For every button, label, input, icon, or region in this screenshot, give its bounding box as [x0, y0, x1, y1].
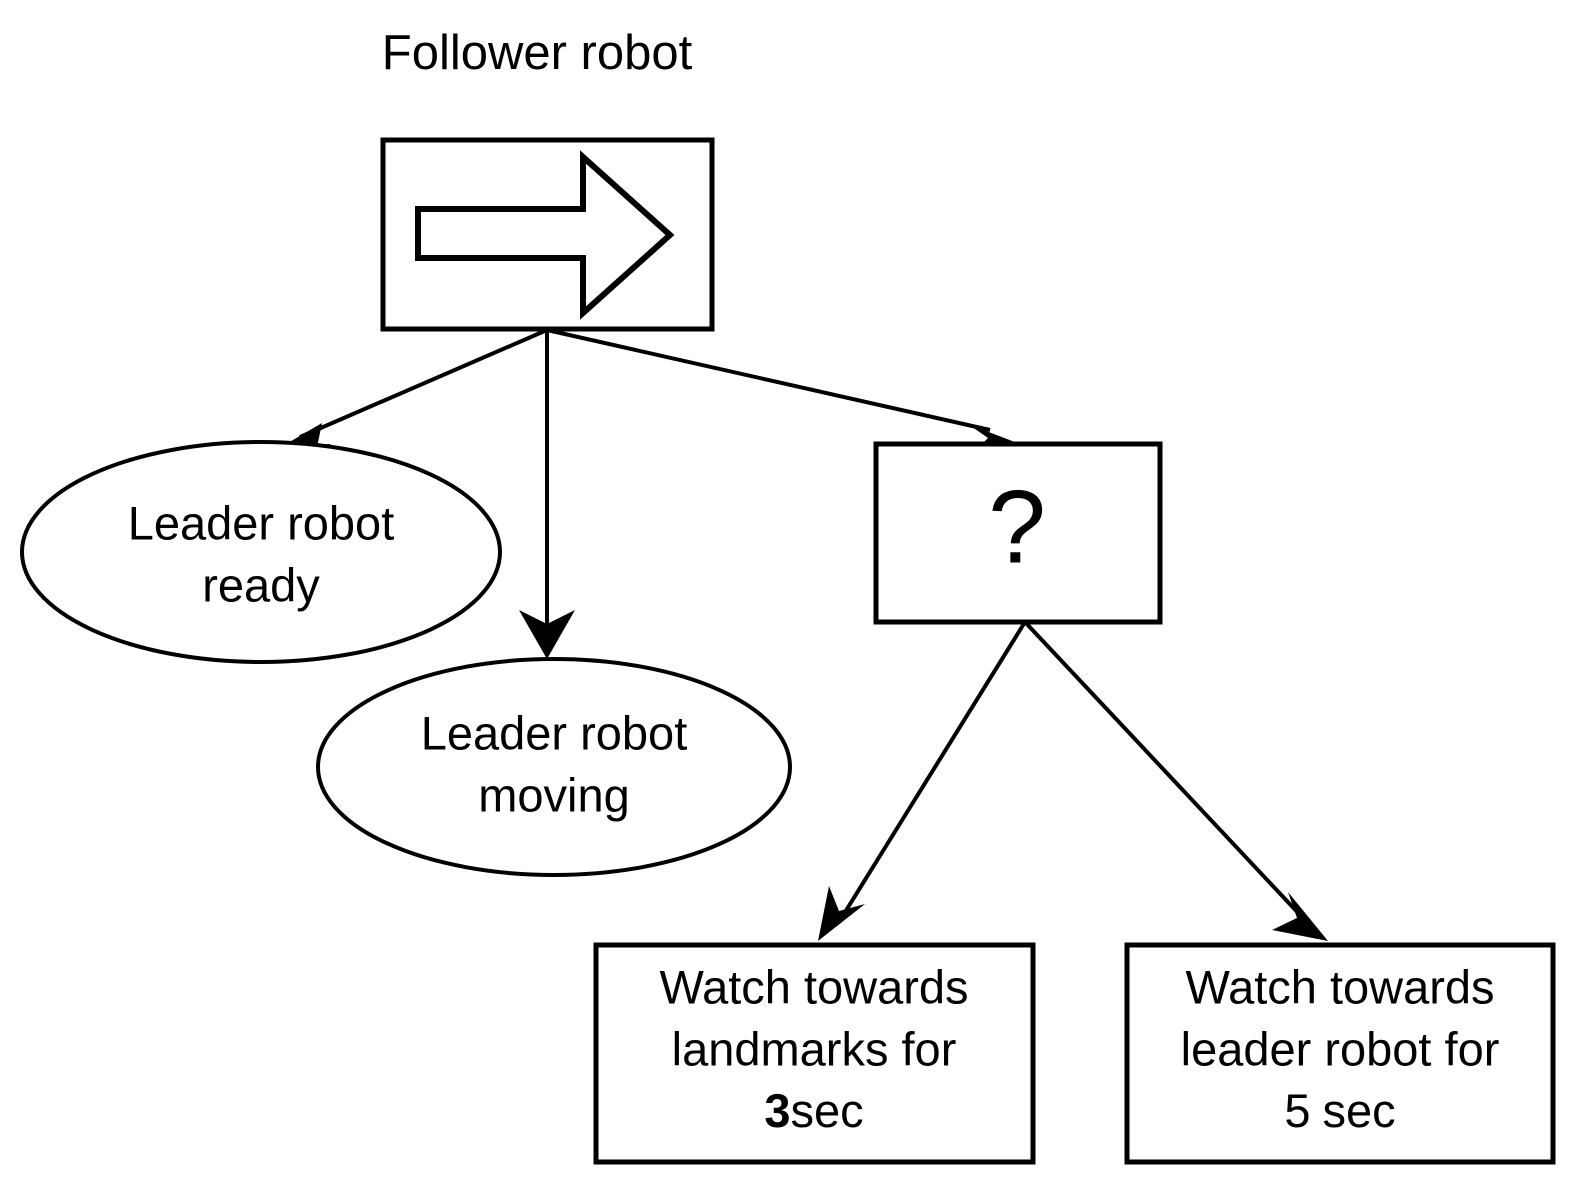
- watch-leader-robot-box[interactable]: [1124, 942, 1556, 1165]
- node-leader-robot-ready[interactable]: Leader robot ready: [20, 440, 502, 664]
- watch-leader-robot-duration-value: 5: [1284, 1084, 1310, 1137]
- edge-line: [299, 328, 548, 439]
- watch-landmarks-duration-value: 3: [764, 1084, 790, 1137]
- node-leader-robot-moving[interactable]: Leader robot moving: [316, 657, 792, 877]
- watch-leader-robot-label-line1: Watch towards: [1185, 960, 1494, 1013]
- question-mark-label: ?: [988, 469, 1046, 585]
- watch-landmarks-label-line1: Watch towards: [659, 960, 968, 1013]
- edge-line: [840, 620, 1027, 919]
- edge-line: [1023, 620, 1304, 919]
- leader-robot-moving-ellipse[interactable]: [316, 657, 792, 877]
- watch-landmarks-box[interactable]: [593, 942, 1036, 1165]
- edge-question-to-landmarks: [818, 620, 1027, 941]
- edge-line: [546, 328, 991, 432]
- watch-leader-robot-label-line2: leader robot for: [1181, 1022, 1500, 1075]
- edge-to-moving: [519, 330, 575, 659]
- leader-robot-moving-label-line2: moving: [478, 768, 630, 821]
- edge-to-question: [546, 328, 1020, 455]
- node-watch-landmarks[interactable]: Watch towards landmarks for 3sec: [593, 942, 1036, 1165]
- right-arrow-icon: [415, 150, 675, 320]
- arrowhead-icon: [818, 886, 865, 941]
- arrowhead-icon: [1272, 892, 1328, 941]
- watch-landmarks-duration-unit-text: sec: [791, 1084, 864, 1137]
- node-question-decision[interactable]: ?: [873, 441, 1163, 625]
- question-decision-box[interactable]: [873, 441, 1163, 625]
- leader-robot-moving-label-line1: Leader robot: [421, 706, 688, 759]
- arrowhead-icon: [519, 610, 575, 659]
- node-follower-robot-arrow[interactable]: [380, 137, 715, 332]
- edge-to-ready: [281, 328, 548, 452]
- edge-question-to-leader: [1023, 620, 1328, 941]
- page-title: Follower robot: [382, 26, 693, 80]
- leader-robot-ready-ellipse[interactable]: [20, 440, 502, 664]
- watch-landmarks-duration: 3sec: [764, 1084, 863, 1137]
- leader-robot-ready-label-line1: Leader robot: [128, 496, 395, 549]
- watch-landmarks-label-line2: landmarks for: [672, 1022, 957, 1075]
- leader-robot-ready-label-line2: ready: [202, 558, 320, 611]
- watch-leader-robot-duration-unit-text: sec: [1323, 1084, 1396, 1137]
